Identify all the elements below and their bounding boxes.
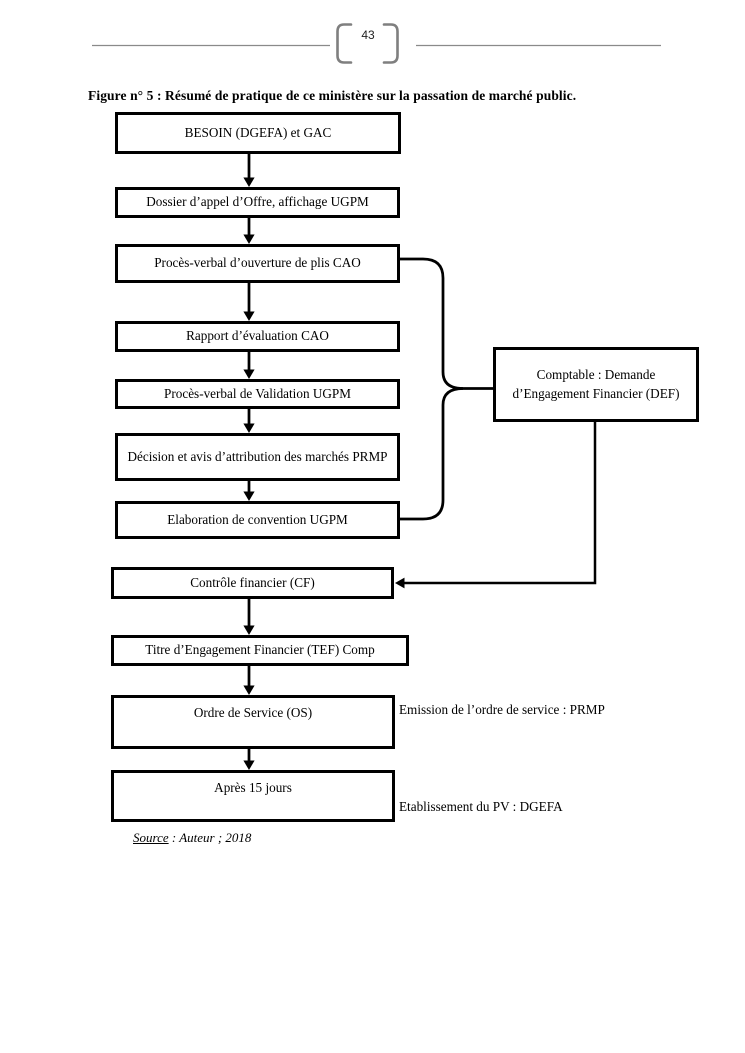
flow-box-comptable: Comptable : Demande d’Engagement Financi… bbox=[493, 347, 699, 422]
flow-box-apres-15: Après 15 jours bbox=[111, 770, 395, 822]
flow-box-pv-validation: Procès-verbal de Validation UGPM bbox=[115, 379, 400, 409]
flow-box-dossier: Dossier d’appel d’Offre, affichage UGPM bbox=[115, 187, 400, 218]
grouping-brace bbox=[400, 257, 464, 521]
flow-box-elaboration: Elaboration de convention UGPM bbox=[115, 501, 400, 539]
figure-source: Source : Auteur ; 2018 bbox=[133, 830, 251, 846]
flow-box-ordre-service: Ordre de Service (OS) bbox=[111, 695, 395, 749]
annotation-emission: Emission de l’ordre de service : PRMP bbox=[399, 702, 605, 717]
flow-arrowheads bbox=[243, 177, 255, 770]
flow-box-pv-ouverture: Procès-verbal d’ouverture de plis CAO bbox=[115, 244, 400, 283]
flow-box-decision: Décision et avis d’attribution des march… bbox=[115, 433, 400, 481]
flow-box-rapport: Rapport d’évaluation CAO bbox=[115, 321, 400, 352]
figure-caption: Figure n° 5 : Résumé de pratique de ce m… bbox=[88, 88, 577, 103]
flow-box-besoin: BESOIN (DGEFA) et GAC bbox=[115, 112, 401, 154]
left-arrowhead bbox=[395, 577, 405, 589]
flow-box-titre-tef: Titre d’Engagement Financier (TEF) Comp bbox=[111, 635, 409, 666]
source-label: Source bbox=[133, 830, 169, 845]
page-number: 43 bbox=[361, 28, 375, 42]
source-text: : Auteur ; 2018 bbox=[168, 830, 252, 845]
flow-box-controle: Contrôle financier (CF) bbox=[111, 567, 394, 599]
annotation-etablissement: Etablissement du PV : DGEFA bbox=[399, 799, 563, 814]
sidebox-to-controle-line bbox=[404, 421, 597, 585]
page-number-left-bracket-icon bbox=[336, 23, 353, 64]
page-number-right-bracket-icon bbox=[382, 23, 399, 64]
